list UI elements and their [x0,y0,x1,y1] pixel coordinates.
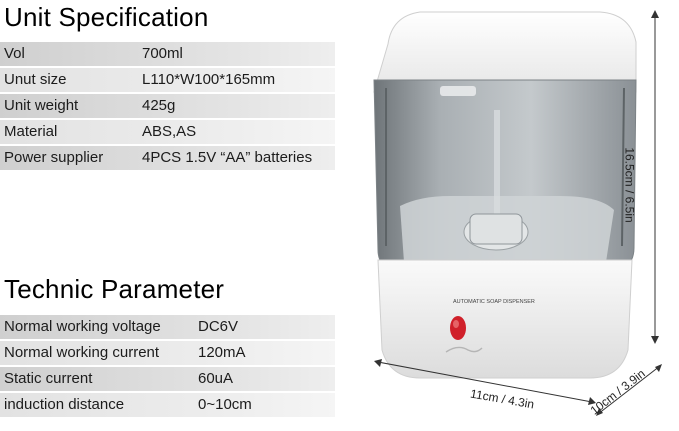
spec-value: 700ml [142,45,183,62]
tech-label: induction distance [4,396,125,413]
spec-label: Material [4,123,58,140]
spec-label: Unit weight [4,97,79,114]
spec-row: Material ABS,AS [0,120,335,144]
spec-row: Vol 700ml [0,42,335,66]
soap-dispenser-image: AUTOMATIC SOAP DISPENSER [373,10,662,416]
tech-value: 0~10cm [198,396,252,413]
spec-row: Unit weight 425g [0,94,335,118]
tech-row: Static current 60uA [0,367,335,391]
spec-row: Unut size L110*W100*165mm [0,68,335,92]
spec-table: Vol 700ml Unut size L110*W100*165mm Unit w… [0,42,335,172]
dispenser-label: AUTOMATIC SOAP DISPENSER [453,299,535,305]
tech-row: Normal working current 120mA [0,341,335,365]
tech-row: induction distance 0~10cm [0,393,335,417]
tech-row: Normal working voltage DC6V [0,315,335,339]
tech-label: Static current [4,370,93,387]
height-dimension: 16.5cm / 6.5in [622,147,637,223]
tech-table: Normal working voltage DC6V Normal workin… [0,315,335,419]
spec-value: 425g [142,97,176,114]
spec-label: Power supplier [4,149,104,166]
spec-label: Unut size [4,71,67,88]
spec-value: ABS,AS [142,123,197,140]
spec-label: Vol [4,45,25,62]
tech-label: Normal working current [4,344,160,361]
spec-row: Power supplier 4PCS 1.5V “AA” batteries [0,146,335,170]
tech-value: DC6V [198,318,239,335]
spec-title: Unit Specification [4,2,209,32]
tech-label: Normal working voltage [4,318,161,335]
spec-value: 4PCS 1.5V “AA” batteries [142,149,313,166]
spec-value: L110*W100*165mm [142,71,276,88]
tech-value: 60uA [198,370,234,387]
tech-value: 120mA [198,344,246,361]
tech-title: Technic Parameter [4,274,225,304]
hand-icon [445,346,483,353]
